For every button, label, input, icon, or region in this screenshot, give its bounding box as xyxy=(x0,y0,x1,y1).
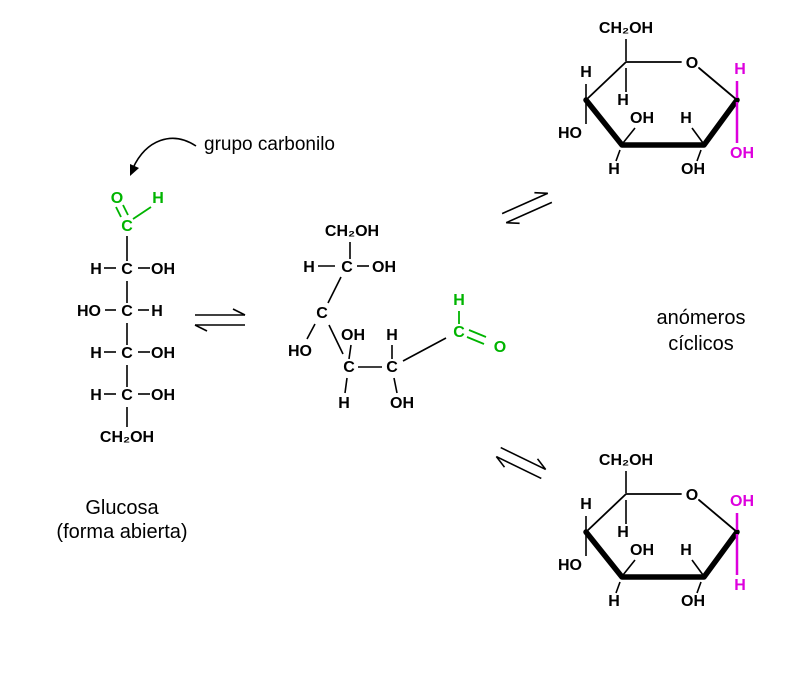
substituent-label: H xyxy=(617,92,629,109)
substituent-label: OH xyxy=(390,395,414,412)
carbonyl-annotation: grupo carbonilo xyxy=(130,134,335,176)
substituent-label: H xyxy=(680,542,692,559)
anomers-label-line1: anómeros xyxy=(657,307,746,329)
carbonyl-group-label: grupo carbonilo xyxy=(204,134,335,155)
alpha-anomer-ring: O CH₂OH H H HO OH H H OH H OH xyxy=(558,20,754,178)
carbon-label: C xyxy=(343,359,355,376)
carbon-label: C xyxy=(341,259,353,276)
substituent-label: H xyxy=(90,387,102,404)
substituent-label: OH xyxy=(630,110,654,127)
aldehyde-o-label: O xyxy=(494,339,506,356)
glucose-caption-line2: (forma abierta) xyxy=(56,521,187,543)
aldehyde-group: O H C xyxy=(111,190,164,235)
beta-anomer-ring: O CH₂OH H H HO OH H H OH OH H xyxy=(558,452,754,610)
curved-arrowhead-icon xyxy=(130,164,139,176)
substituent-label: H xyxy=(608,161,620,178)
substituent-label: OH xyxy=(151,261,175,278)
substituent-label: OH xyxy=(681,593,705,610)
bent-aldehyde-group: H C O xyxy=(453,292,506,356)
carbon-label: C xyxy=(121,303,133,320)
anomeric-substituent-label: OH xyxy=(730,493,754,510)
aldehyde-c-label: C xyxy=(453,324,465,341)
ch2oh-label: CH₂OH xyxy=(100,429,154,446)
carbon-label: C xyxy=(316,305,328,322)
substituent-label: OH xyxy=(681,161,705,178)
substituent-label: H xyxy=(151,303,163,320)
aldehyde-o-label: O xyxy=(111,190,123,207)
substituent-label: HO xyxy=(558,557,582,574)
substituent-label: OH xyxy=(372,259,396,276)
open-chain-glucose: O H C H C OH HO C H H xyxy=(56,190,187,543)
substituent-label: H xyxy=(338,395,350,412)
aldehyde-h-label: H xyxy=(453,292,465,309)
anomeric-substituent-label: H xyxy=(734,61,746,78)
fischer-row-1: H C OH xyxy=(90,261,175,278)
carbon-label: C xyxy=(121,345,133,362)
substituent-label: H xyxy=(386,327,398,344)
ch2oh-label: CH₂OH xyxy=(599,20,653,37)
substituent-label: OH xyxy=(151,387,175,404)
ch2oh-label: CH₂OH xyxy=(599,452,653,469)
ring-oxygen-label: O xyxy=(686,55,698,72)
substituent-label: H xyxy=(90,345,102,362)
anomeric-substituent-label: H xyxy=(734,577,746,594)
substituent-label: OH xyxy=(341,327,365,344)
substituent-label: H xyxy=(580,64,592,81)
carbon-label: C xyxy=(121,261,133,278)
fischer-row-2: HO C H xyxy=(77,303,163,320)
substituent-label: HO xyxy=(77,303,101,320)
substituent-label: H xyxy=(617,524,629,541)
ch2oh-label: CH₂OH xyxy=(325,223,379,240)
fischer-row-4: H C OH xyxy=(90,387,175,404)
bent-chain-glucose: CH₂OH H C OH C HO OH C H H C OH H C O xyxy=(288,223,506,412)
substituent-label: H xyxy=(90,261,102,278)
substituent-label: H xyxy=(303,259,315,276)
substituent-label: HO xyxy=(288,343,312,360)
substituent-label: OH xyxy=(630,542,654,559)
carbon-label: C xyxy=(121,387,133,404)
anomers-label-line2: cíclicos xyxy=(668,333,734,355)
ring-oxygen-label: O xyxy=(686,487,698,504)
anomers-label: anómeros cíclicos xyxy=(657,307,746,355)
aldehyde-h-label: H xyxy=(152,190,164,207)
substituent-label: HO xyxy=(558,125,582,142)
substituent-label: H xyxy=(580,496,592,513)
curved-arrow-icon xyxy=(132,137,197,169)
substituent-label: OH xyxy=(151,345,175,362)
glucose-caption-line1: Glucosa xyxy=(85,497,159,519)
fischer-row-3: H C OH xyxy=(90,345,175,362)
substituent-label: H xyxy=(680,110,692,127)
carbon-label: C xyxy=(386,359,398,376)
equilibrium-arrow-icon xyxy=(498,186,556,230)
substituent-label: H xyxy=(608,593,620,610)
equilibrium-arrow-icon xyxy=(194,308,246,332)
aldehyde-c-label: C xyxy=(121,218,133,235)
anomeric-substituent-label: OH xyxy=(730,145,754,162)
equilibrium-arrow-icon xyxy=(492,441,550,485)
